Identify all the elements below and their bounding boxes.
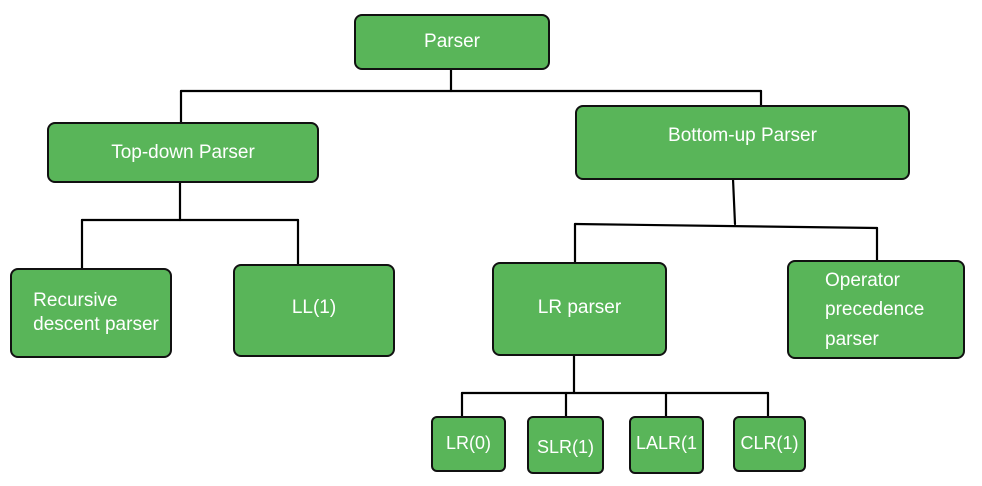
edge-bottomup-bar (573, 222, 879, 230)
node-lalr1: LALR(1 (629, 416, 704, 474)
node-lr0: LR(0) (431, 416, 506, 472)
node-clr1: CLR(1) (733, 416, 806, 472)
node-parser: Parser (354, 14, 550, 70)
node-top-down-parser: Top-down Parser (47, 122, 319, 183)
node-recursive-descent-parser: Recursive descent parser (10, 268, 172, 358)
node-operator-precedence-parser: Operator precedence parser (787, 260, 965, 359)
node-bottom-up-parser: Bottom-up Parser (575, 105, 910, 180)
node-lr-parser: LR parser (492, 262, 667, 356)
edge-bottomup-stem (731, 177, 737, 226)
node-slr1: SLR(1) (527, 416, 604, 474)
node-ll1: LL(1) (233, 264, 395, 357)
